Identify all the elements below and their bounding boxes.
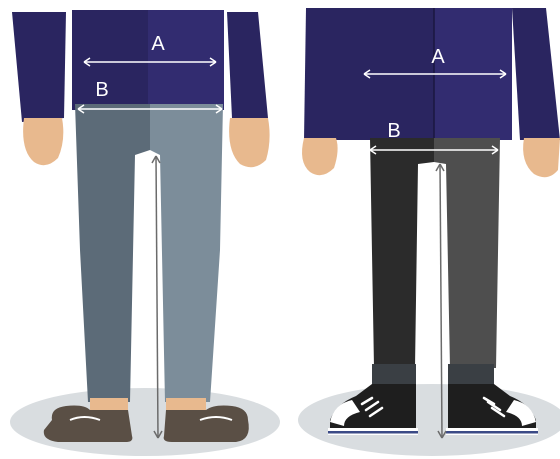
- right-figure-left-cuff: [372, 364, 416, 384]
- left-figure: A B C: [10, 10, 280, 456]
- right-label-b: B: [387, 120, 400, 142]
- left-figure-right-ankle: [166, 398, 206, 412]
- right-figure-left-arm: [304, 8, 360, 140]
- left-figure-left-ankle: [90, 398, 128, 412]
- right-label-a: A: [431, 46, 445, 68]
- right-figure-right-sneaker-stripe: [446, 431, 538, 434]
- left-figure-right-hand: [229, 118, 269, 167]
- left-figure-pants-right-leg: [150, 104, 223, 402]
- right-figure-pants-left-leg: [370, 138, 434, 368]
- left-figure-left-loafer: [44, 406, 133, 443]
- right-figure-left-sneaker-stripe: [328, 431, 418, 434]
- right-figure-right-hand: [523, 138, 560, 177]
- left-figure-right-loafer: [164, 406, 249, 443]
- left-label-c: C: [138, 356, 152, 378]
- right-figure-right-arm: [512, 8, 560, 140]
- left-figure-left-hand: [23, 118, 63, 165]
- right-figure: A B C: [298, 8, 560, 456]
- left-figure-left-arm: [12, 12, 66, 122]
- left-figure-right-arm: [227, 12, 268, 118]
- right-figure-pants-right-leg: [434, 138, 500, 368]
- right-figure-left-hand: [302, 138, 338, 175]
- left-label-b: B: [95, 79, 108, 101]
- left-label-a: A: [151, 33, 165, 55]
- right-label-c: C: [419, 338, 433, 360]
- right-figure-right-cuff: [448, 364, 494, 384]
